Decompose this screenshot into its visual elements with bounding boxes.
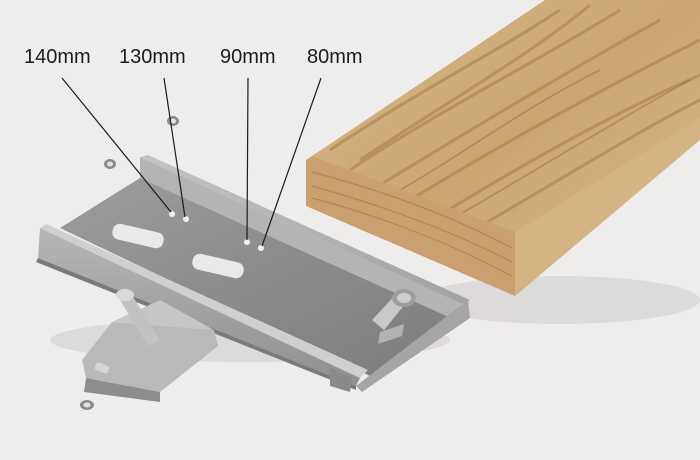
leader-line-80 [261, 77, 322, 247]
leader-line-90 [246, 77, 249, 241]
screw-top [167, 116, 179, 126]
bolt [372, 289, 416, 344]
size-label-140mm: 140mm [24, 46, 91, 68]
hole-90 [244, 239, 250, 245]
size-label-90mm: 90mm [220, 46, 276, 68]
wooden-board [306, 0, 700, 296]
screw-left [104, 159, 116, 169]
leader-line-140 [61, 77, 172, 213]
leader-line-130 [163, 77, 186, 218]
screw-bottom [80, 400, 94, 410]
leader-lines [61, 77, 322, 247]
fixing-clip [82, 289, 218, 402]
slot-right [192, 253, 244, 279]
hole-130 [183, 216, 189, 222]
hole-80 [258, 245, 264, 251]
hole-140 [169, 211, 175, 217]
size-label-130mm: 130mm [119, 46, 186, 68]
slot-left [112, 223, 164, 249]
size-label-80mm: 80mm [307, 46, 363, 68]
